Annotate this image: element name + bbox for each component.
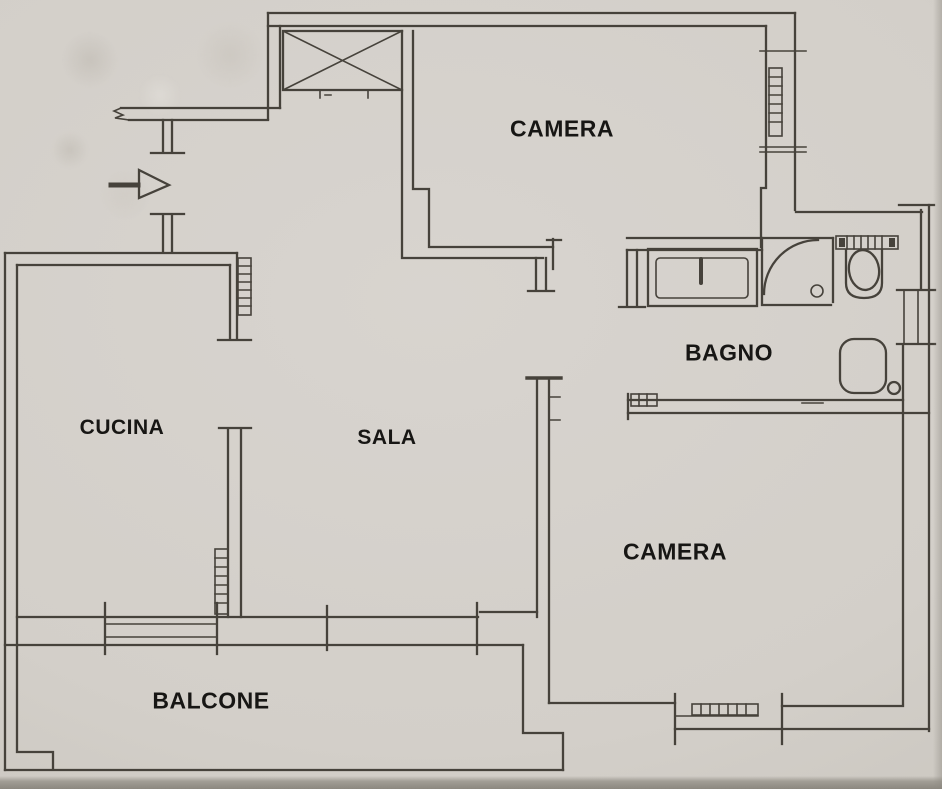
window-symbol-camera-bottom xyxy=(691,703,759,716)
camera-bottom-walls xyxy=(547,692,931,746)
sala-camera-partition xyxy=(525,376,563,705)
bathtub xyxy=(646,247,759,308)
room-label-cucina: CUCINA xyxy=(79,416,165,439)
elevator-shaft-symbol xyxy=(281,29,404,99)
window-symbol-toilet xyxy=(835,235,899,250)
entrance-arrow-icon xyxy=(108,168,172,200)
room-label-balcone: BALCONE xyxy=(152,687,270,714)
window-symbol-camera-top xyxy=(768,67,783,137)
camera-top-walls xyxy=(759,11,807,249)
room-label-sala: SALA xyxy=(357,426,417,449)
hall-walls xyxy=(400,29,563,293)
bagno-walls xyxy=(617,236,931,421)
room-label-camera-bottom: CAMERA xyxy=(623,538,727,565)
photo-edge-shadow-bottom xyxy=(0,776,942,789)
shower xyxy=(760,236,835,307)
room-label-bagno: BAGNO xyxy=(684,339,774,366)
wall-break-mark xyxy=(112,106,130,121)
radiator-symbol-sala xyxy=(214,548,229,615)
balcone-walls xyxy=(3,643,565,772)
sala-balcony-wall xyxy=(3,601,539,656)
cucina-sala-partition xyxy=(217,426,253,619)
bagno-door-post xyxy=(630,393,658,407)
entrance-door-jambs xyxy=(149,118,186,254)
toilet xyxy=(844,248,884,300)
bidet xyxy=(838,337,902,396)
photo-edge-shadow-right xyxy=(933,0,942,789)
sliding-door-pocket-cucina xyxy=(237,257,252,316)
cucina-walls xyxy=(3,251,253,772)
stairwell-walls xyxy=(112,11,797,122)
room-label-camera-top: CAMERA xyxy=(510,115,614,142)
window-symbol-bagno-right xyxy=(895,288,937,346)
right-exterior-wall xyxy=(794,203,936,733)
